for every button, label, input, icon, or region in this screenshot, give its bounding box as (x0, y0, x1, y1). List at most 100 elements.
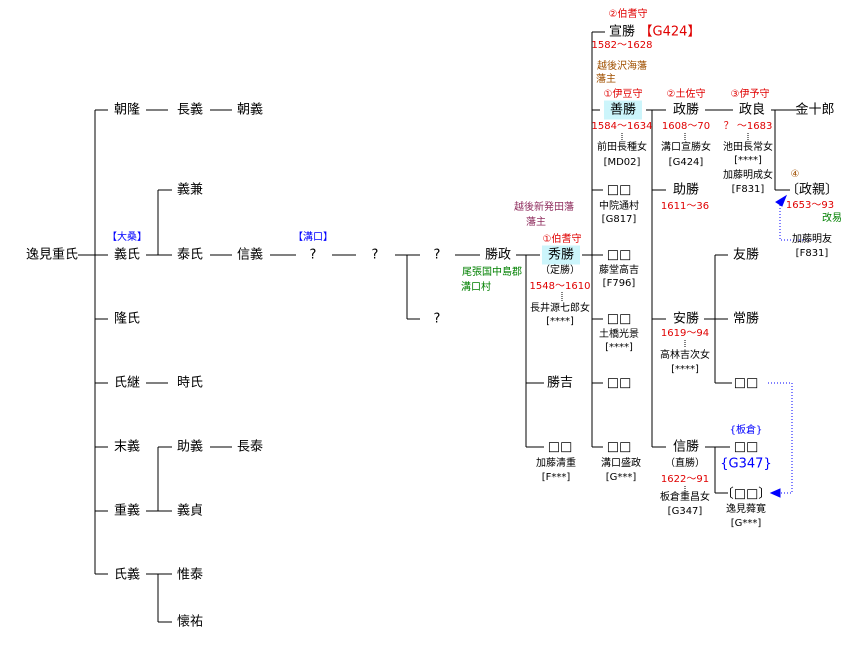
person: 助勝 (672, 182, 700, 198)
person: 勝政 (484, 247, 512, 263)
person: 隆氏 (113, 311, 141, 327)
person: 義貞 (176, 503, 204, 519)
code: [G***] (730, 518, 762, 529)
person-highlighted: 秀勝 (541, 245, 581, 265)
domain-label: 越後沢海藩 (597, 61, 647, 72)
person: 義兼 (176, 182, 204, 198)
spouse: 加藤清重 (536, 458, 576, 469)
years: 1582〜1628 (591, 40, 653, 51)
code: [G817] (601, 214, 637, 225)
title-label: ①伊豆守 (603, 89, 643, 100)
years: 1619〜94 (660, 328, 710, 339)
domain-label: 藩主 (596, 74, 616, 85)
unknown-person: □□ (606, 375, 632, 391)
domain-label: 藩主 (526, 217, 546, 228)
unknown-person: ? (371, 247, 379, 263)
title-label: ③伊予守 (730, 89, 770, 100)
real-name: 逸見蕣寛 (726, 504, 766, 515)
spouse: 前田長種女 (597, 142, 647, 153)
years: 1608〜70 (661, 121, 711, 132)
person: 懐祐 (176, 614, 204, 630)
code: [****] (734, 155, 762, 166)
person: 朝義 (236, 102, 264, 118)
person: 重義 (113, 503, 141, 519)
years: 1611〜36 (660, 201, 710, 212)
unknown-person: □□ (606, 182, 632, 198)
spouse: 土橋光景 (599, 329, 639, 340)
person: 友勝 (732, 247, 760, 263)
unknown-person: ? (433, 247, 441, 263)
unknown-person: □□ (733, 439, 759, 455)
spouse: 溝口盛政 (601, 458, 641, 469)
code: [G347] (667, 506, 703, 517)
spouse: 藤堂高吉 (599, 265, 639, 276)
unknown-person: □□ (606, 439, 632, 455)
title-label: ②伯耆守 (608, 9, 648, 20)
person: 末義 (113, 439, 141, 455)
person: 宣勝 (608, 24, 636, 40)
person: 政勝 (672, 102, 700, 118)
place-label: 溝口村 (461, 282, 491, 293)
years: 1584〜1634 (591, 121, 653, 132)
code: {G347} (720, 456, 772, 472)
domain-label: 越後新発田藩 (514, 202, 574, 213)
code: [****] (546, 316, 574, 327)
spouse: 板倉重昌女 (660, 492, 710, 503)
years: 1622〜91 (660, 474, 710, 485)
code: [F831] (795, 248, 829, 259)
code: [F***] (541, 472, 571, 483)
person: 氏義 (113, 567, 141, 583)
person: 長泰 (236, 439, 264, 455)
person: 氏継 (113, 375, 141, 391)
clan-label: 【大桑】 (107, 232, 147, 243)
person: 安勝 (672, 311, 700, 327)
order-number: ④ (790, 169, 800, 180)
person: 時氏 (176, 375, 204, 391)
person: 常勝 (732, 311, 760, 327)
code: [G424] (668, 157, 704, 168)
clan-label: {板倉} (729, 425, 763, 436)
code: [F796] (602, 278, 636, 289)
title-label: ②土佐守 (666, 89, 706, 100)
note: 改易 (822, 213, 842, 224)
unknown-person: □□ (606, 247, 632, 263)
person: 助義 (176, 439, 204, 455)
unknown-person: □□ (606, 311, 632, 327)
spouse: 中院通村 (599, 201, 639, 212)
person: 〔政親〕 (785, 182, 839, 198)
code: [G***] (605, 472, 637, 483)
unknown-person: ? (309, 247, 317, 263)
years: ？ 〜1683 (723, 121, 773, 132)
alias: （直勝） (665, 458, 705, 469)
code: [****] (605, 342, 633, 353)
spouse: 加藤明成女 (723, 170, 773, 181)
code: [F831] (731, 184, 765, 195)
person: 信義 (236, 247, 264, 263)
place-label: 尾張国中島郡 (462, 267, 522, 278)
person: 義氏 (113, 247, 141, 263)
spouse: 池田長常女 (723, 142, 773, 153)
root-person: 逸見重氏 (25, 247, 79, 263)
unknown-person: □□ (733, 375, 759, 391)
person: 金十郎 (795, 102, 835, 118)
code: [MD02] (603, 157, 641, 168)
origin-person: 加藤明友 (792, 234, 832, 245)
years: 1653〜93 (785, 200, 835, 211)
spouse: 高林吉次女 (660, 350, 710, 361)
title-label: ①伯耆守 (542, 234, 582, 245)
clan-label: 【溝口】 (293, 232, 333, 243)
person: 長義 (176, 102, 204, 118)
unknown-person: ? (433, 311, 441, 327)
adopted-person: 〔□□〕 (720, 486, 772, 502)
spouse: 長井源七郎女 (530, 303, 590, 314)
code: [****] (671, 364, 699, 375)
alias: （定勝） (540, 265, 580, 276)
person: 勝吉 (546, 375, 574, 391)
person: 泰氏 (176, 247, 204, 263)
person-highlighted: 善勝 (603, 100, 643, 120)
person: 惟泰 (176, 567, 204, 583)
spouse: 溝口宣勝女 (661, 142, 711, 153)
person: 政良 (738, 102, 766, 118)
